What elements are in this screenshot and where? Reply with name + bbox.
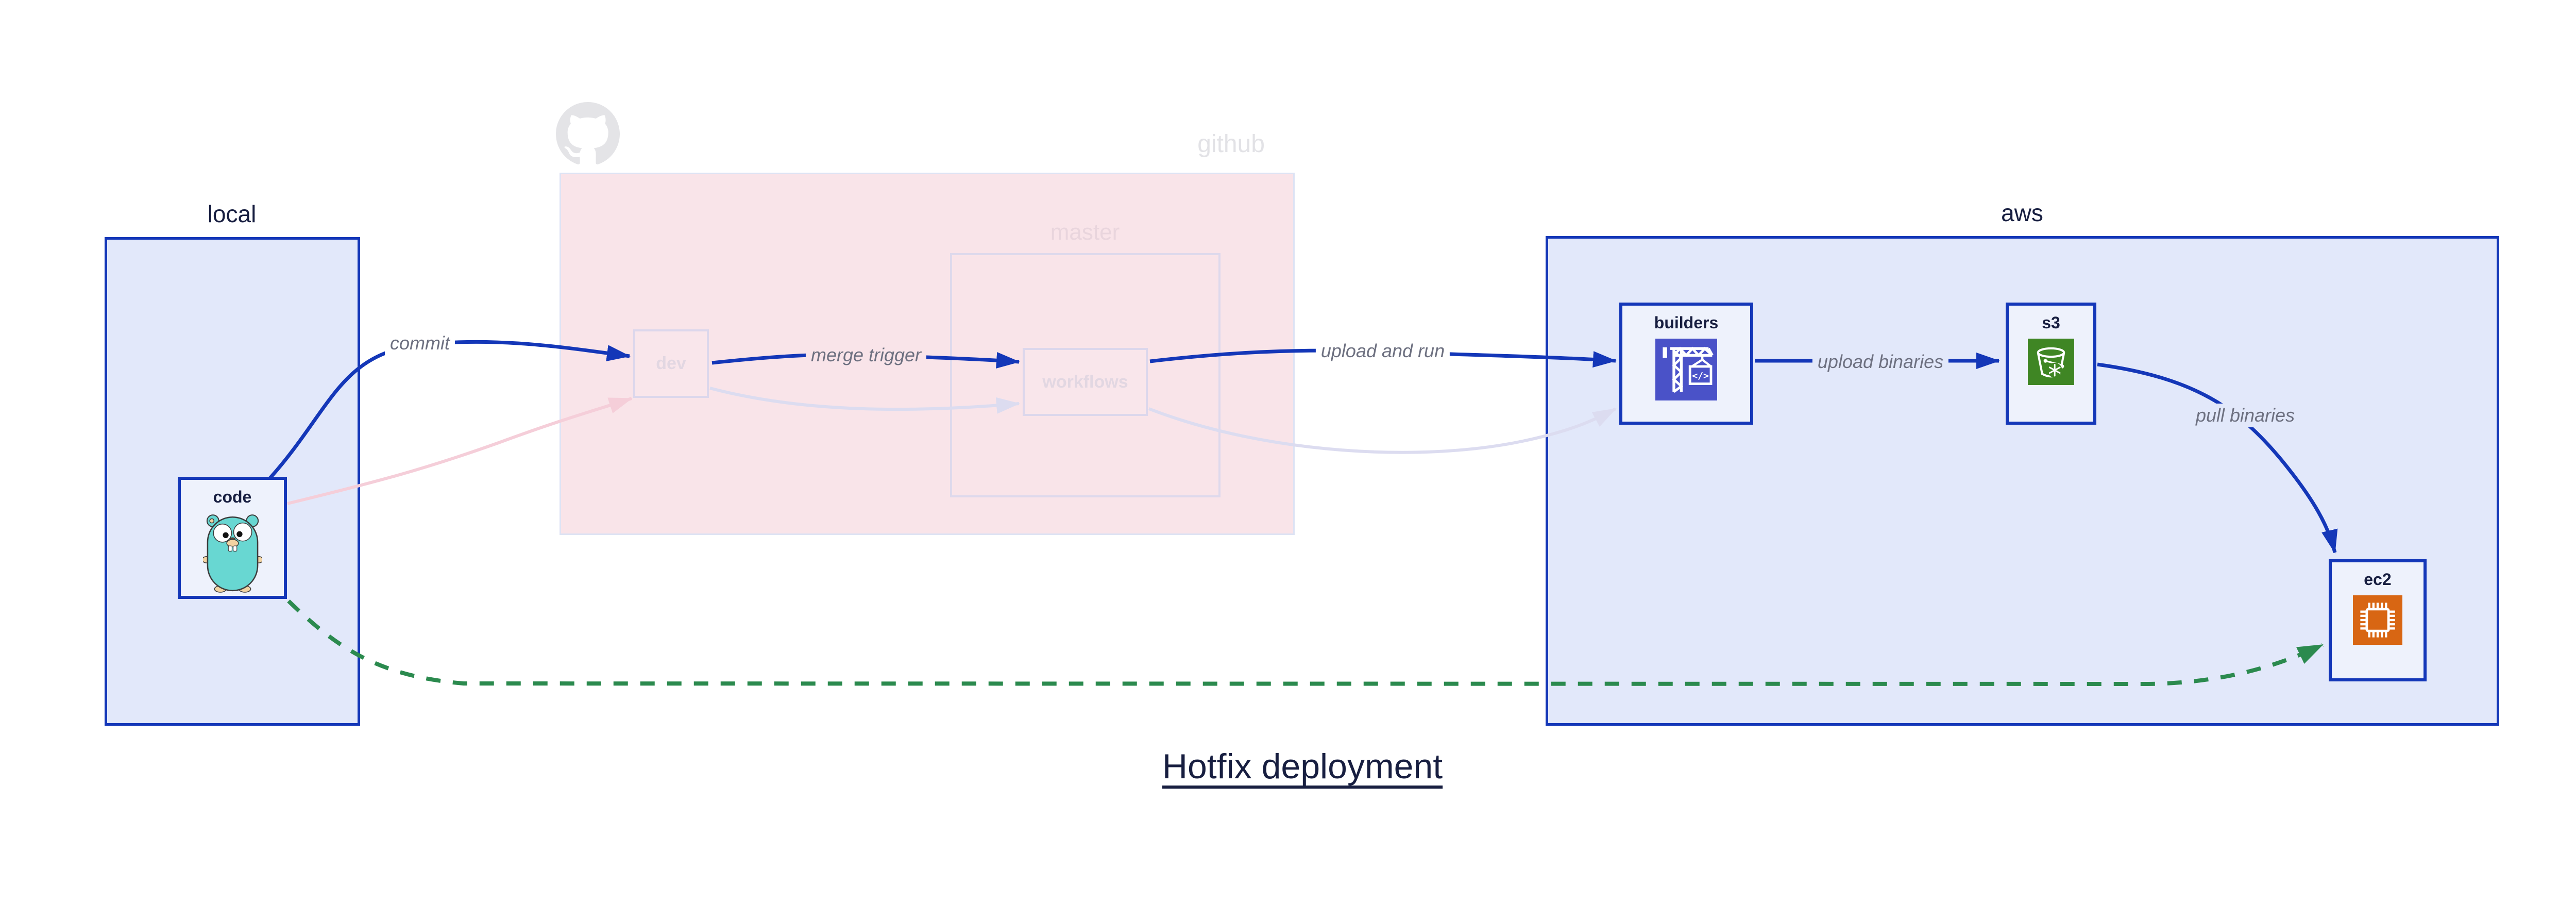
page-title: Hotfix deployment [1162, 747, 1443, 786]
aws-label: aws [2001, 199, 2043, 226]
go-gopher-icon [202, 514, 262, 593]
aws-codebuild-crane-icon: </> [1655, 339, 1717, 401]
edge-code-dev-faded [287, 397, 633, 505]
node-workflows-label: workflows [1042, 372, 1128, 392]
node-s3-label: s3 [2042, 313, 2060, 332]
edge-dev-workflows-faded [709, 387, 1020, 414]
edge-hotfix-dashed [287, 599, 2324, 687]
github-octocat-icon [556, 102, 620, 164]
edge-label-upload-binaries: upload binaries [1812, 350, 1949, 374]
node-ec2-label: ec2 [2364, 570, 2392, 589]
node-dev-label: dev [656, 354, 686, 374]
edge-label-commit: commit [385, 331, 455, 355]
edge-label-pull-binaries: pull binaries [2190, 404, 2300, 427]
node-dev: dev [633, 329, 709, 398]
edge-workflows-builders-faded [1148, 407, 1617, 454]
node-workflows: workflows [1023, 348, 1148, 416]
edge-label-merge-trigger: merge trigger [805, 343, 927, 367]
aws-ec2-chip-icon [2353, 595, 2402, 645]
local-label: local [207, 201, 257, 227]
edge-label-upload-and-run: upload and run [1315, 339, 1450, 363]
node-builders: builders </> [1619, 303, 1753, 425]
aws-s3-bucket-icon [2028, 339, 2074, 386]
master-label: master [1050, 220, 1120, 245]
node-code: code [178, 477, 287, 599]
node-code-label: code [213, 488, 252, 506]
node-s3: s3 [2006, 303, 2096, 425]
node-ec2: ec2 [2329, 559, 2427, 681]
node-builders-label: builders [1654, 313, 1719, 332]
edge-pull-binaries [2097, 362, 2338, 554]
svg-text:</>: </> [1692, 371, 1709, 381]
github-label: github [1197, 130, 1265, 158]
master-container [950, 253, 1221, 497]
